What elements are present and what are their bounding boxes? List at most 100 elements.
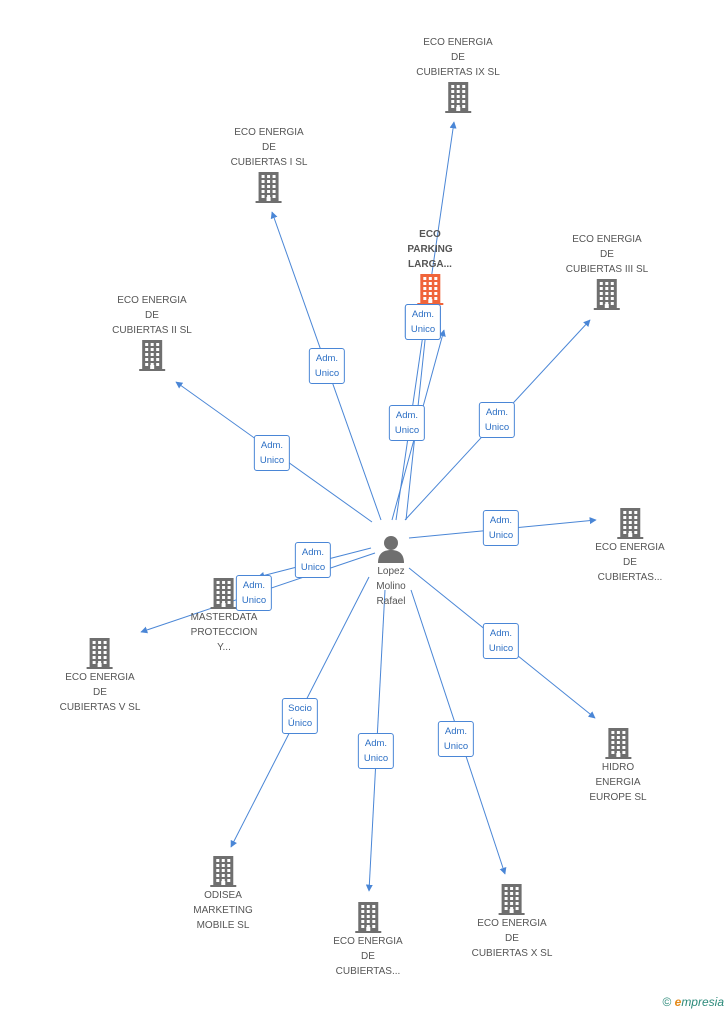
node-label-line: CUBIERTAS X SL	[471, 948, 553, 959]
node-label-line: MOBILE SL	[196, 920, 250, 931]
edge-label-cX[interactable]: Adm. Unico	[482, 510, 520, 546]
node-label-line: Molino	[376, 581, 406, 592]
node-label-line: CUBIERTAS...	[335, 966, 401, 977]
edge-label-hidro[interactable]: Adm. Unico	[482, 623, 520, 659]
edge-label-c5[interactable]: Adm. Unico	[235, 575, 273, 611]
node-label-line: ECO ENERGIA	[423, 37, 493, 48]
edge-label-parking[interactable]: Adm. Unico	[404, 304, 442, 340]
node-label-line: CUBIERTAS...	[597, 572, 663, 583]
node-label-line: ODISEA	[204, 890, 242, 901]
building-icon	[444, 82, 471, 113]
node-label-line: CUBIERTAS V SL	[59, 702, 141, 713]
edge-label-cY[interactable]: Adm. Unico	[357, 733, 395, 769]
edge-label-line: Unico	[488, 530, 514, 541]
node-label-line: CUBIERTAS IX SL	[416, 67, 500, 78]
building-icon	[605, 728, 631, 759]
edge-label-line: Unico	[443, 741, 469, 752]
edge-label-master[interactable]: Adm.Unico	[294, 542, 332, 578]
edge-label-line: Adm.	[260, 440, 284, 451]
node-label-line: ENERGIA	[595, 777, 641, 788]
node-label: ECO ENERGIA DE CUBIERTAS IX SL	[416, 35, 500, 80]
edge-label-line: Adm.	[444, 726, 468, 737]
edge-label-line: Unico	[300, 562, 326, 573]
node-label-line: LARGA...	[408, 259, 452, 270]
edge-label-line: Unico	[241, 595, 267, 606]
node-label-line: DE	[93, 687, 107, 698]
copyright-symbol: ©	[662, 995, 672, 1009]
node-label-line: Rafael	[376, 596, 406, 607]
company-node-cX[interactable]: ECO ENERGIA DE CUBIERTAS...	[595, 506, 665, 585]
building-icon	[617, 508, 643, 539]
node-label: ECO ENERGIA DE CUBIERTAS...	[333, 934, 402, 979]
node-label-line: Lopez	[377, 566, 405, 577]
node-label-line: DE	[361, 951, 375, 962]
node-label-line: PROTECCION	[190, 627, 258, 638]
node-label-line: CUBIERTAS II SL	[112, 325, 192, 336]
edge-label-line: Unico	[363, 753, 389, 764]
edge-label-c1[interactable]: Adm.Unico	[308, 348, 346, 384]
node-label: ECO ENERGIA DE CUBIERTAS V SL	[60, 670, 141, 715]
brand-logo-text: mpresia	[681, 995, 724, 1009]
edge-label-line: Adm.	[489, 515, 513, 526]
node-label: MASTERDATA PROTECCION Y...	[191, 610, 258, 655]
node-label-line: DE	[262, 142, 276, 153]
edge-label-c3[interactable]: Adm.Unico	[478, 402, 516, 438]
building-icon	[499, 884, 525, 915]
edge-label-line: Socio	[288, 703, 312, 714]
person-icon	[378, 536, 404, 563]
node-label-line: HIDRO	[601, 762, 635, 773]
building-icon	[417, 274, 443, 305]
node-label-line: ECO ENERGIA	[595, 542, 665, 553]
brand-logo-e: e	[674, 995, 682, 1009]
edge-label-line: Adm.	[242, 580, 266, 591]
edge-label-c2[interactable]: Adm. Unico	[253, 435, 291, 471]
edge-label-parking[interactable]: Adm.Unico	[388, 405, 426, 441]
node-label-line: Y...	[217, 642, 231, 653]
node-label-line: ECO ENERGIA	[65, 672, 135, 683]
edge-label-line: Unico	[314, 368, 340, 379]
node-label-line: DE	[600, 249, 614, 260]
edge-label-line: Adm.	[489, 628, 513, 639]
company-node-cY[interactable]: ECO ENERGIA DE CUBIERTAS...	[333, 900, 403, 979]
edge-label-line: Adm.	[411, 309, 435, 320]
edge-label-line: Adm.	[364, 738, 388, 749]
company-node-c5[interactable]: ECO ENERGIA DE CUBIERTAS V SL	[60, 636, 141, 715]
brand-watermark: © empresia	[662, 995, 724, 1009]
building-icon	[256, 172, 282, 203]
node-label-line: CUBIERTAS I SL	[230, 157, 308, 168]
company-node-c9[interactable]: ECO ENERGIA DE CUBIERTAS IX SL	[416, 35, 500, 114]
node-label-line: DE	[623, 557, 637, 568]
node-label-line: ECO ENERGIA	[333, 936, 403, 947]
company-node-master[interactable]: MASTERDATA PROTECCION Y...	[191, 576, 258, 655]
node-label-line: DE	[451, 52, 465, 63]
building-icon	[594, 279, 620, 310]
node-label-line: ECO ENERGIA	[117, 295, 187, 306]
building-icon	[87, 638, 113, 669]
edge-label-line: Unico	[410, 324, 436, 335]
node-label: ECO ENERGIA DE CUBIERTAS...	[595, 540, 664, 585]
edge-label-line: Unico	[488, 643, 514, 654]
edge-label-line: Adm.	[485, 407, 509, 418]
edge-label-line: Unico	[259, 455, 285, 466]
edge-label-line: Adm.	[395, 410, 419, 421]
node-label-line: MASTERDATA	[190, 612, 258, 623]
edge-label-c10[interactable]: Adm. Unico	[437, 721, 475, 757]
